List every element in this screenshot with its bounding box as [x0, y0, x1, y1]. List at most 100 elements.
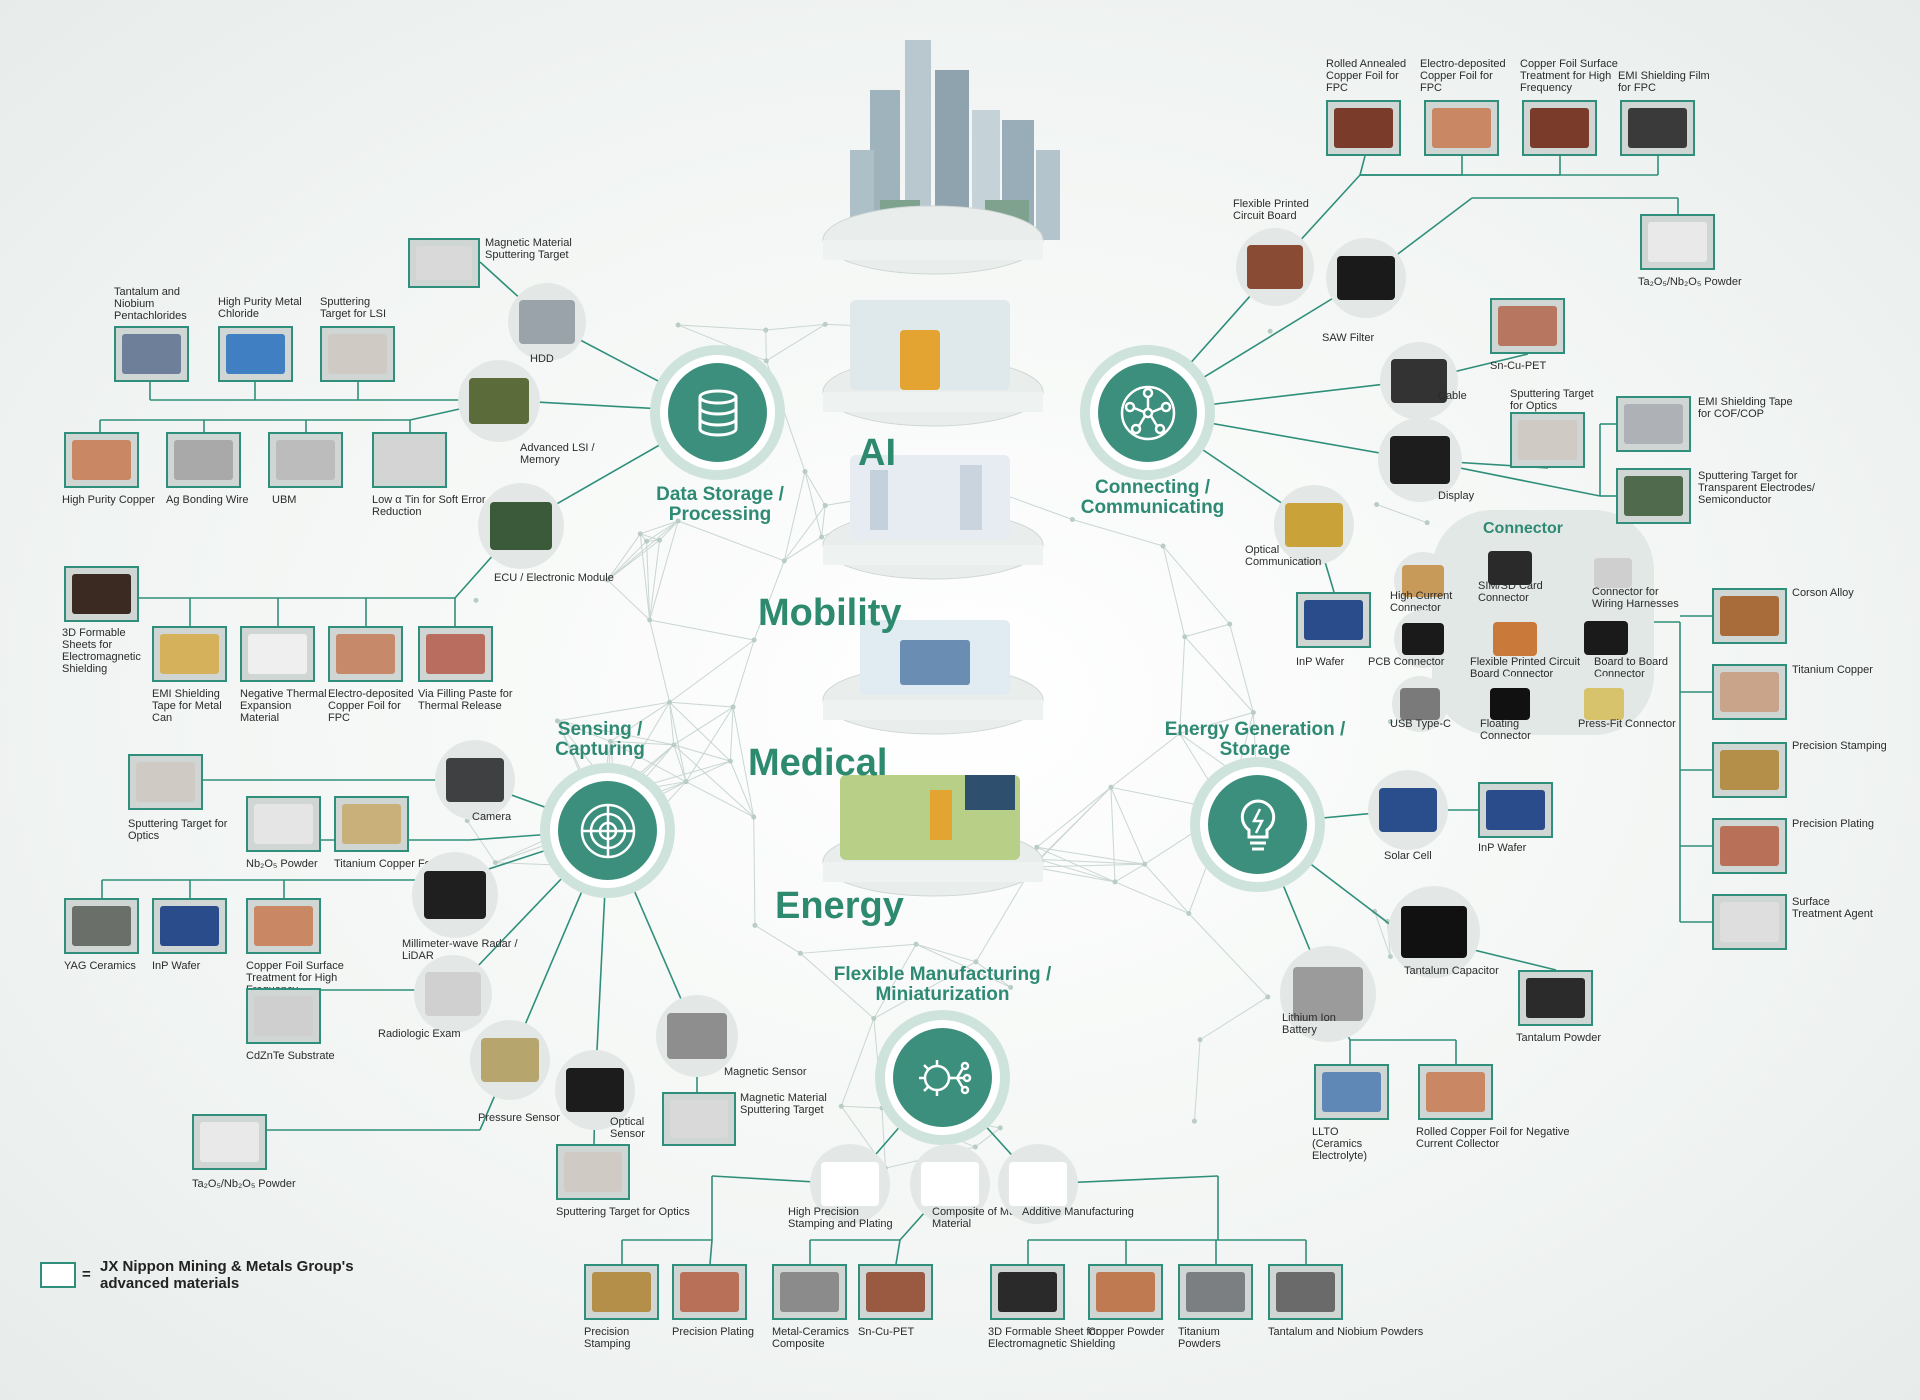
- emi-tape-metal-image[interactable]: [152, 626, 227, 682]
- emi-film-image[interactable]: [1620, 100, 1695, 156]
- lithium-battery-image[interactable]: [1280, 946, 1376, 1042]
- ubm-image[interactable]: [268, 432, 343, 488]
- copper-surface-left-image[interactable]: [246, 898, 321, 954]
- camera-image[interactable]: [435, 740, 515, 820]
- sputtering-lsi-image[interactable]: [320, 326, 395, 382]
- ed-copper-left-image[interactable]: [328, 626, 403, 682]
- magnetic-target-bottom-image[interactable]: [662, 1092, 736, 1146]
- emi-tape-cof-image[interactable]: [1616, 396, 1691, 452]
- surface-treatment-photo: [1720, 902, 1779, 942]
- hub-flexible[interactable]: [875, 1010, 1010, 1145]
- nb2o5-image[interactable]: [246, 796, 321, 852]
- display-image[interactable]: [1378, 418, 1462, 502]
- saw-filter-image[interactable]: [1326, 238, 1406, 318]
- inp-left-image[interactable]: [152, 898, 227, 954]
- sn-cu-pet-bottom-image[interactable]: [858, 1264, 933, 1320]
- mesh-line: [1179, 712, 1254, 734]
- pcb-connector-image[interactable]: [1394, 610, 1452, 668]
- press-fit-image[interactable]: [1576, 676, 1632, 732]
- fpc-image[interactable]: [1236, 228, 1314, 306]
- formable-3d-left-image[interactable]: [64, 566, 139, 622]
- high-purity-copper-image[interactable]: [64, 432, 139, 488]
- ed-copper-right-image[interactable]: [1424, 100, 1499, 156]
- ta-nb-powders-image[interactable]: [1268, 1264, 1343, 1320]
- magnetic-sensor-image[interactable]: [656, 995, 738, 1077]
- via-filling-image[interactable]: [418, 626, 493, 682]
- metal-ceramics-image[interactable]: [772, 1264, 847, 1320]
- magnetic-target-top-photo: [416, 246, 472, 280]
- floating-image[interactable]: [1482, 676, 1538, 732]
- wiring-harness-image[interactable]: [1586, 546, 1640, 600]
- magnetic-target-top-image[interactable]: [408, 238, 480, 288]
- negative-thermal-image[interactable]: [240, 626, 315, 682]
- ecu-image[interactable]: [478, 483, 564, 569]
- sim-sd-label: SIM/SD Card Connector: [1478, 580, 1543, 604]
- corson-image[interactable]: [1712, 588, 1787, 644]
- solar-image[interactable]: [1368, 770, 1448, 850]
- ag-bonding-image[interactable]: [166, 432, 241, 488]
- llto-image[interactable]: [1314, 1064, 1389, 1120]
- yag-image[interactable]: [64, 898, 139, 954]
- hdd-image[interactable]: [508, 283, 586, 361]
- hub-energy-gen[interactable]: [1190, 757, 1325, 892]
- ta-nb-powder-right-image[interactable]: [1640, 214, 1715, 270]
- sputter-optics-left-image[interactable]: [128, 754, 203, 810]
- optical-sensor-image[interactable]: [555, 1050, 635, 1130]
- copper-surface-right-image[interactable]: [1522, 100, 1597, 156]
- inp-energy-image[interactable]: [1478, 782, 1553, 838]
- precision-stamping-right-image[interactable]: [1712, 742, 1787, 798]
- fpc-connector-image[interactable]: [1484, 608, 1546, 670]
- titanium-powders-image[interactable]: [1178, 1264, 1253, 1320]
- hub-connecting[interactable]: [1080, 345, 1215, 480]
- precision-plating-bottom-image[interactable]: [672, 1264, 747, 1320]
- cdznte-image[interactable]: [246, 988, 321, 1044]
- optical-comm-label: Optical Communication: [1245, 544, 1322, 568]
- surface-treatment-image[interactable]: [1712, 894, 1787, 950]
- titanium-copper-image[interactable]: [1712, 664, 1787, 720]
- ta-nb-powder-left-image[interactable]: [192, 1114, 267, 1170]
- mesh-line: [783, 505, 826, 562]
- rolled-annealed-image[interactable]: [1326, 100, 1401, 156]
- sim-sd-image[interactable]: [1480, 538, 1540, 598]
- sn-cu-pet-right-image[interactable]: [1490, 298, 1565, 354]
- usb-c-image[interactable]: [1392, 676, 1448, 732]
- cable-image[interactable]: [1380, 342, 1458, 420]
- tantalum-capacitor-image[interactable]: [1388, 886, 1480, 978]
- inp-right-image[interactable]: [1296, 592, 1371, 648]
- mesh-line: [649, 619, 755, 641]
- precision-stamping-bottom-image[interactable]: [584, 1264, 659, 1320]
- optical-comm-image[interactable]: [1274, 485, 1354, 565]
- precision-plating-right-image[interactable]: [1712, 818, 1787, 874]
- hub-sensing[interactable]: [540, 763, 675, 898]
- composite-multi-image[interactable]: [910, 1144, 990, 1224]
- rolled-negative-image[interactable]: [1418, 1064, 1493, 1120]
- sputter-optics-bottom-image[interactable]: [556, 1144, 630, 1200]
- hub-data-storage[interactable]: [650, 345, 785, 480]
- low-alpha-tin-image[interactable]: [372, 432, 447, 488]
- radiologic-image[interactable]: [414, 955, 492, 1033]
- high-current-image[interactable]: [1394, 552, 1452, 610]
- copper-powder-image[interactable]: [1088, 1264, 1163, 1320]
- pressure-sensor-image[interactable]: [470, 1020, 550, 1100]
- high-precision-image[interactable]: [810, 1144, 890, 1224]
- titanium-copper-foil-image[interactable]: [334, 796, 409, 852]
- additive-image[interactable]: [998, 1144, 1078, 1224]
- mesh-node: [802, 469, 808, 475]
- high-purity-chloride-image[interactable]: [218, 326, 293, 382]
- tantalum-powder-image[interactable]: [1518, 970, 1593, 1026]
- mmwave-image[interactable]: [412, 852, 498, 938]
- tier-mobility: Mobility: [758, 592, 902, 634]
- legend-equals: =: [82, 1266, 91, 1283]
- mesh-line: [1110, 787, 1146, 865]
- connector-line: [1359, 155, 1366, 176]
- mesh-line: [685, 781, 754, 818]
- board-to-board-image[interactable]: [1576, 608, 1636, 668]
- sputter-transparent-image[interactable]: [1616, 468, 1691, 524]
- mesh-line: [974, 1127, 1001, 1148]
- advanced-lsi-image[interactable]: [458, 360, 540, 442]
- tantalum-niobium-penta-image[interactable]: [114, 326, 189, 382]
- sputter-optics-right-image[interactable]: [1510, 412, 1585, 468]
- formable-3d-bottom-image[interactable]: [990, 1264, 1065, 1320]
- magnetic-sensor-photo: [667, 1013, 727, 1059]
